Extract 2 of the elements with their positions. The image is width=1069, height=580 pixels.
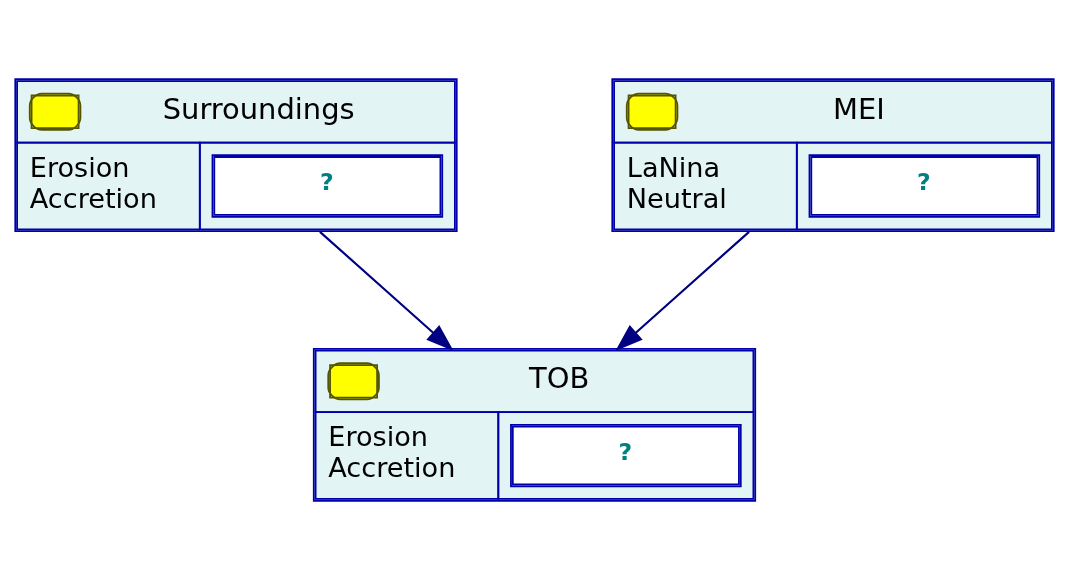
arrow (319, 231, 454, 351)
arrow (615, 231, 750, 351)
